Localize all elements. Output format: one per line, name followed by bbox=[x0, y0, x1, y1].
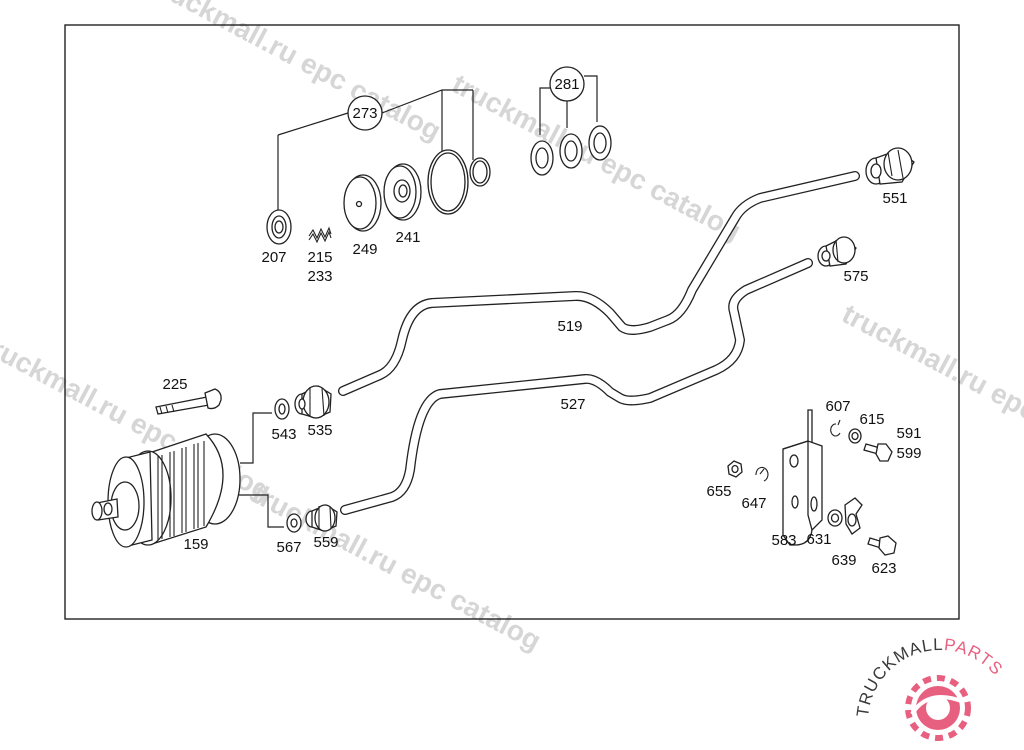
callout-607[interactable]: 607 bbox=[825, 398, 850, 415]
callout-543[interactable]: 543 bbox=[271, 426, 296, 443]
bracket-583[interactable] bbox=[782, 409, 823, 546]
callout-233[interactable]: 233 bbox=[307, 268, 332, 285]
callout-559[interactable]: 559 bbox=[313, 534, 338, 551]
callout-639[interactable]: 639 bbox=[831, 552, 856, 569]
watermark-layer: truckmall.ru epc catalog truckmall.ru ep… bbox=[0, 0, 1024, 657]
washer-615[interactable] bbox=[848, 428, 862, 444]
clip-607[interactable] bbox=[830, 419, 841, 437]
flange-241[interactable] bbox=[383, 163, 422, 221]
callout-535[interactable]: 535 bbox=[307, 422, 332, 439]
leader-281 bbox=[539, 75, 598, 135]
callout-519[interactable]: 519 bbox=[557, 318, 582, 335]
callout-647[interactable]: 647 bbox=[741, 495, 766, 512]
watermark-text: truckmall.ru epc catalog bbox=[247, 478, 546, 657]
bolt-623[interactable] bbox=[867, 535, 897, 556]
clamp-639[interactable] bbox=[844, 497, 863, 535]
callout-567[interactable]: 567 bbox=[276, 539, 301, 556]
washer-631[interactable] bbox=[827, 509, 843, 527]
callout-655[interactable]: 655 bbox=[706, 483, 731, 500]
callout-207[interactable]: 207 bbox=[261, 249, 286, 266]
callout-575[interactable]: 575 bbox=[843, 268, 868, 285]
group-273-assembly: 273 207 215 233 249 241 bbox=[261, 89, 491, 285]
o-ring[interactable] bbox=[427, 149, 469, 215]
washer-281-c[interactable] bbox=[588, 125, 612, 161]
fitting-559[interactable] bbox=[305, 504, 338, 532]
washer-567[interactable] bbox=[286, 513, 302, 533]
callout-631[interactable]: 631 bbox=[806, 531, 831, 548]
bolt-225[interactable] bbox=[155, 388, 222, 415]
callout-249[interactable]: 249 bbox=[352, 241, 377, 258]
tube-527[interactable] bbox=[340, 258, 813, 515]
gear-icon bbox=[905, 675, 971, 741]
washer-281-b[interactable] bbox=[559, 133, 583, 169]
fitting-535[interactable] bbox=[294, 385, 332, 419]
callout-527[interactable]: 527 bbox=[560, 396, 585, 413]
callout-281[interactable]: 281 bbox=[554, 76, 579, 93]
nut-655[interactable] bbox=[727, 460, 743, 478]
callout-551[interactable]: 551 bbox=[882, 190, 907, 207]
spring-215[interactable] bbox=[308, 226, 332, 244]
callout-615[interactable]: 615 bbox=[859, 411, 884, 428]
callout-583[interactable]: 583 bbox=[771, 532, 796, 549]
pump-159[interactable] bbox=[91, 433, 241, 548]
callout-273[interactable]: 273 bbox=[352, 105, 377, 122]
callout-623[interactable]: 623 bbox=[871, 560, 896, 577]
leader-159-connectors bbox=[236, 412, 284, 528]
callout-241[interactable]: 241 bbox=[395, 229, 420, 246]
bearing-207[interactable] bbox=[266, 209, 292, 245]
watermark-text: truckmall.ru epc catalog bbox=[147, 0, 446, 147]
tube-519[interactable] bbox=[338, 171, 860, 396]
group-281-washers: 281 bbox=[530, 66, 612, 176]
callout-215[interactable]: 215 bbox=[307, 249, 332, 266]
union-nut-551[interactable] bbox=[865, 147, 915, 185]
callout-225[interactable]: 225 bbox=[162, 376, 187, 393]
union-nut-575[interactable] bbox=[817, 236, 857, 267]
small-ring[interactable] bbox=[469, 157, 491, 187]
callout-159[interactable]: 159 bbox=[183, 536, 208, 553]
callout-599[interactable]: 599 bbox=[896, 445, 921, 462]
washer-543[interactable] bbox=[274, 398, 290, 420]
lock-washer-647[interactable] bbox=[755, 466, 769, 482]
brand-logo: TRUCKMALLPARTS bbox=[853, 635, 1007, 741]
callout-591[interactable]: 591 bbox=[896, 425, 921, 442]
diagram-frame bbox=[64, 24, 960, 620]
washer-281-a[interactable] bbox=[530, 140, 554, 176]
leader-273 bbox=[277, 89, 474, 210]
logo-name-accent: PARTS bbox=[943, 635, 1007, 679]
disc-249[interactable] bbox=[343, 174, 382, 232]
bolt-591[interactable] bbox=[863, 443, 893, 462]
